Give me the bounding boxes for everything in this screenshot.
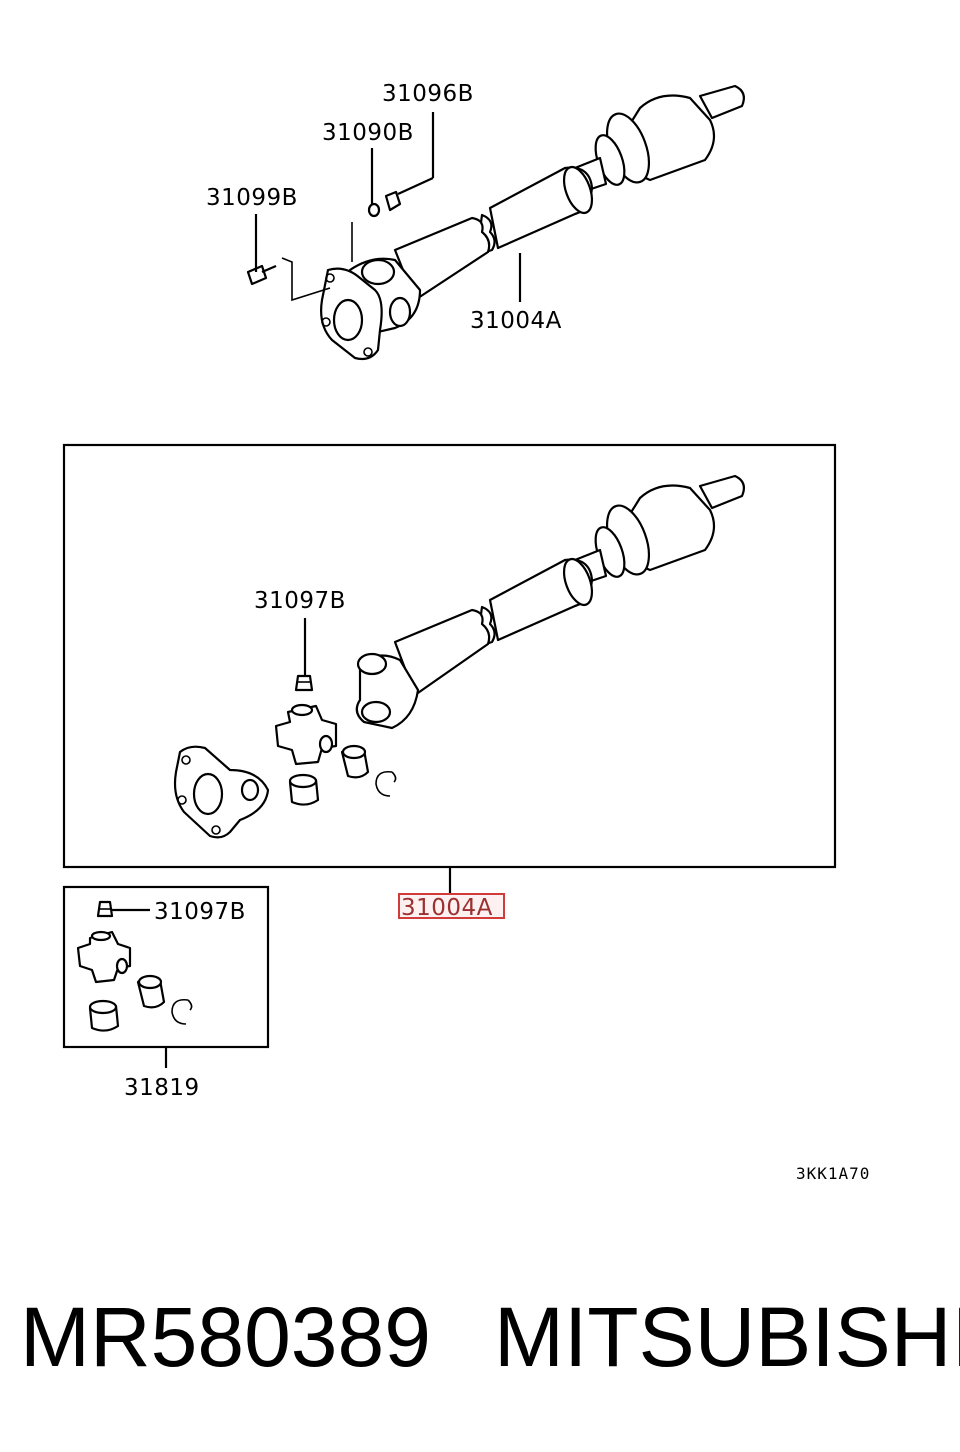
- kit-parts: [76, 900, 193, 1032]
- highlight-box: [398, 893, 505, 919]
- label-bolt[interactable]: 31099B: [206, 185, 298, 211]
- label-shaft-top[interactable]: 31004A: [470, 308, 562, 334]
- propeller-shaft-exploded: [173, 474, 745, 839]
- label-grease-fitting[interactable]: 31097B: [254, 588, 346, 614]
- diagram-code: 3KK1A70: [796, 1164, 870, 1183]
- part-number: MR580389: [20, 1290, 431, 1384]
- propeller-shaft-top: [246, 84, 745, 361]
- brand-name: MITSUBISHI: [494, 1290, 960, 1384]
- label-nut[interactable]: 31096B: [382, 81, 474, 107]
- label-kit[interactable]: 31819: [124, 1075, 200, 1101]
- label-kit-fitting[interactable]: 31097B: [154, 899, 246, 925]
- label-washer[interactable]: 31090B: [322, 120, 414, 146]
- label-shaft-highlighted[interactable]: 31004A: [401, 895, 493, 921]
